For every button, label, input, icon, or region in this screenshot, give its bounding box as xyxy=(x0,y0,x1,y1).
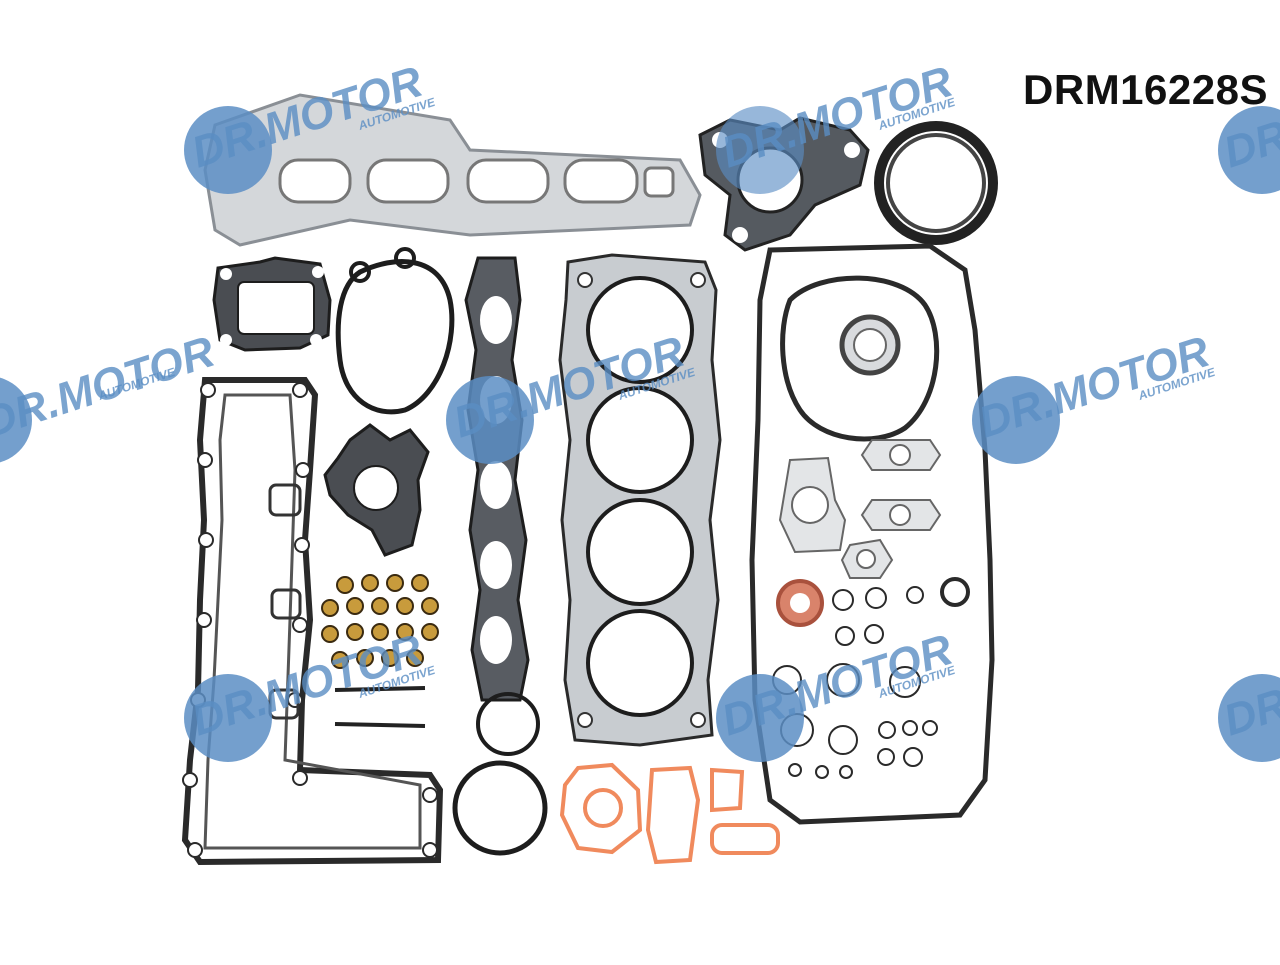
cylinder-head-gasket xyxy=(558,253,722,747)
sealing-strips xyxy=(334,686,426,728)
intake-manifold-gasket xyxy=(464,256,530,702)
part-code-label: DRM16228S xyxy=(1023,66,1268,113)
vacuum-pump-oring xyxy=(335,247,455,415)
large-o-rings xyxy=(452,692,548,856)
copper-seals xyxy=(776,577,970,627)
brand-watermark xyxy=(0,106,1280,762)
oil-sump-gasket xyxy=(749,243,995,825)
egr-metal-gaskets xyxy=(778,439,942,579)
valve-stem-seals xyxy=(321,574,439,669)
vacuum-pump-gasket xyxy=(323,423,430,557)
oil-cooler-gaskets xyxy=(559,762,780,865)
crankshaft-seal xyxy=(874,121,998,245)
egr-valve-gasket xyxy=(212,256,332,352)
exhaust-manifold-gasket xyxy=(203,93,702,247)
